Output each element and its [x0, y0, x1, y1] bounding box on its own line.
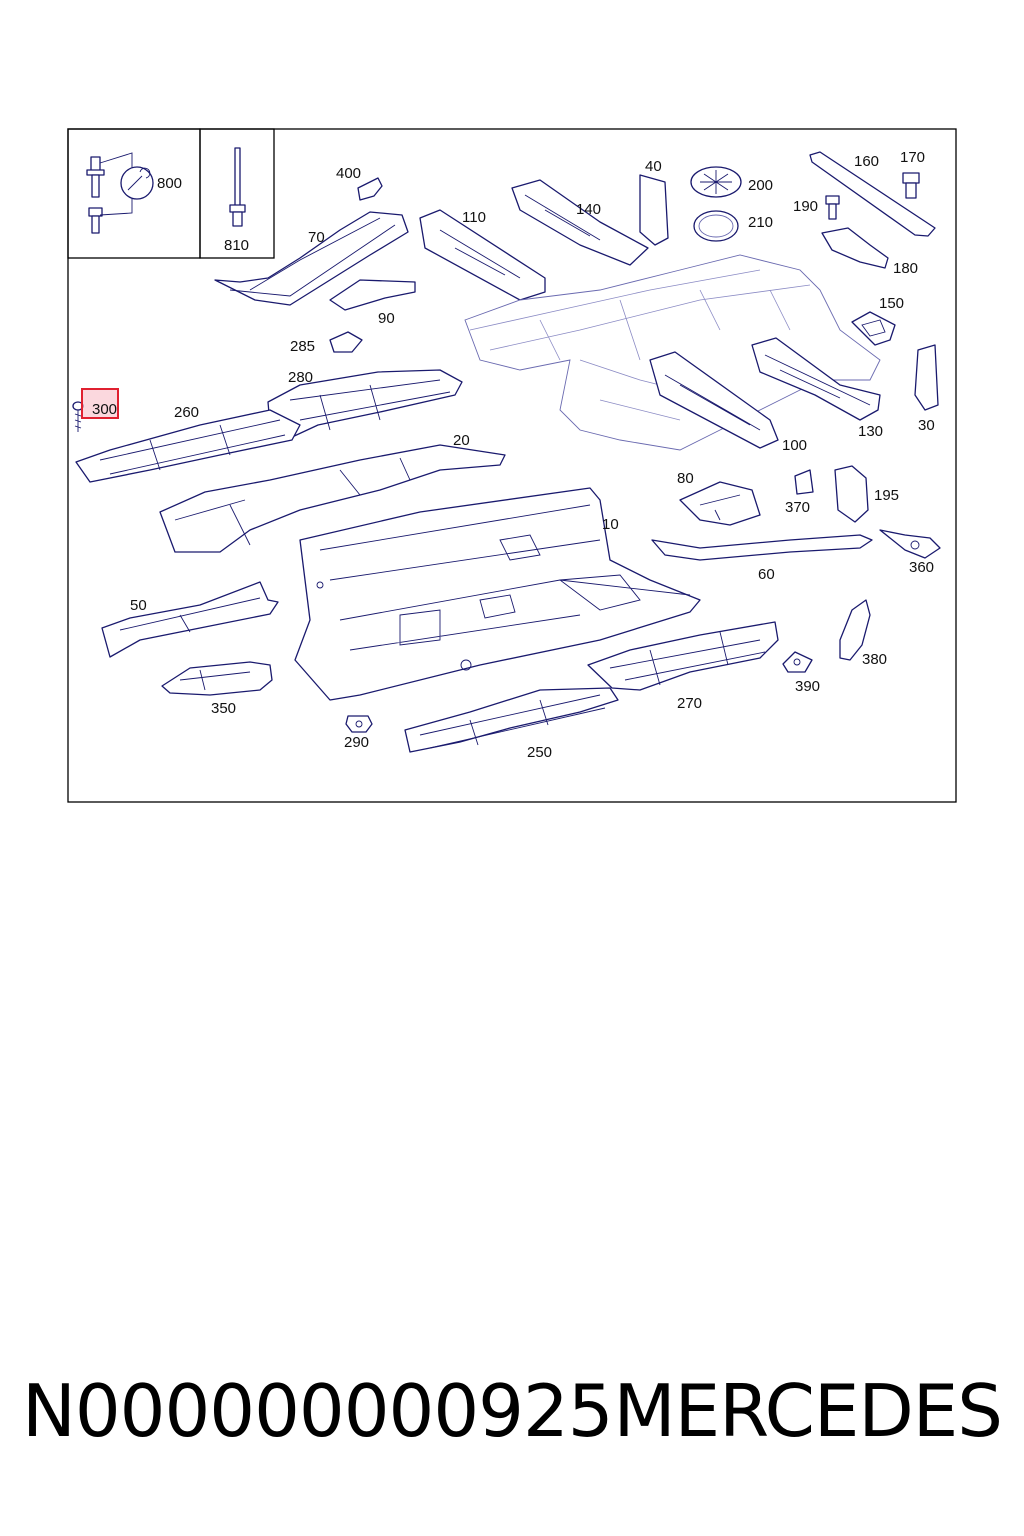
callout-80: 80 [677, 470, 694, 487]
part-270-floor-panel [587, 621, 779, 691]
part-number: N000000000925 [22, 1369, 614, 1453]
callout-270: 270 [677, 695, 702, 712]
callout-300: 300 [92, 401, 117, 418]
part-170-bolt [902, 172, 920, 199]
callout-810: 810 [224, 237, 249, 254]
parts-diagram: 800 810 400 70 110 140 40 200 210 160 17… [67, 128, 957, 803]
callout-100: 100 [782, 437, 807, 454]
part-50-rail [101, 581, 279, 658]
callout-380: 380 [862, 651, 887, 668]
part-260-floor-panel [75, 409, 301, 483]
callout-30: 30 [918, 417, 935, 434]
part-360 [879, 529, 941, 559]
part-30 [914, 344, 939, 411]
callout-350: 350 [211, 700, 236, 717]
callout-110: 110 [462, 209, 486, 226]
callout-70: 70 [308, 229, 325, 246]
callout-180: 180 [893, 260, 918, 277]
callout-210: 210 [748, 214, 773, 231]
callout-195: 195 [874, 487, 899, 504]
part-60-sill [651, 534, 873, 561]
callout-170: 170 [900, 149, 925, 166]
callout-130: 130 [858, 423, 883, 440]
part-40 [639, 174, 669, 246]
callout-10: 10 [602, 516, 619, 533]
callout-90: 90 [378, 310, 395, 327]
callout-20: 20 [453, 432, 470, 449]
callout-160: 160 [854, 153, 879, 170]
callout-labels: 800 810 400 70 110 140 40 200 210 160 17… [92, 149, 935, 761]
part-195-cover [834, 465, 869, 523]
part-290-nut [345, 715, 373, 733]
callout-800: 800 [157, 175, 182, 192]
part-130-member [751, 337, 881, 421]
part-140-member [511, 179, 649, 266]
part-100-crossmember [649, 351, 779, 449]
part-400 [357, 177, 383, 201]
callout-390: 390 [795, 678, 820, 695]
part-350 [161, 661, 273, 696]
callout-50: 50 [130, 597, 147, 614]
callout-280: 280 [288, 369, 313, 386]
part-160-strut [809, 151, 936, 237]
inset-frame-bolt [199, 128, 275, 259]
callout-400: 400 [336, 165, 361, 182]
callout-260: 260 [174, 404, 199, 421]
callout-360: 360 [909, 559, 934, 576]
part-110-crossmember [419, 209, 546, 301]
part-190-bolt [825, 195, 840, 220]
part-250-floor-panel [404, 687, 619, 753]
callout-290: 290 [344, 734, 369, 751]
part-10-main-floor [294, 487, 701, 701]
part-150-plug [851, 311, 896, 346]
callout-370: 370 [785, 499, 810, 516]
footer: N000000000925 MERCEDES [0, 1375, 1024, 1475]
part-370-clip [794, 469, 814, 495]
part-800-fasteners [86, 152, 154, 234]
part-90 [329, 279, 416, 311]
part-200-plug [690, 166, 742, 198]
callout-250: 250 [527, 744, 552, 761]
part-810-bolt [229, 147, 246, 227]
callout-200: 200 [748, 177, 773, 194]
part-80 [679, 481, 761, 526]
part-380 [839, 599, 871, 661]
part-280-floor-panel [267, 369, 463, 439]
part-390-washer [782, 651, 813, 673]
callout-highlight-300 [81, 388, 119, 419]
callout-140: 140 [576, 201, 601, 218]
callout-40: 40 [645, 158, 662, 175]
callout-60: 60 [758, 566, 775, 583]
diagram-frame [67, 128, 957, 803]
callout-285: 285 [290, 338, 315, 355]
brand-name: MERCEDES [613, 1369, 1003, 1453]
callout-190: 190 [793, 198, 818, 215]
part-180 [821, 227, 889, 269]
part-70-cowl [214, 211, 409, 306]
part-20-rail [159, 444, 506, 553]
part-285 [329, 331, 363, 353]
callout-150: 150 [879, 295, 904, 312]
